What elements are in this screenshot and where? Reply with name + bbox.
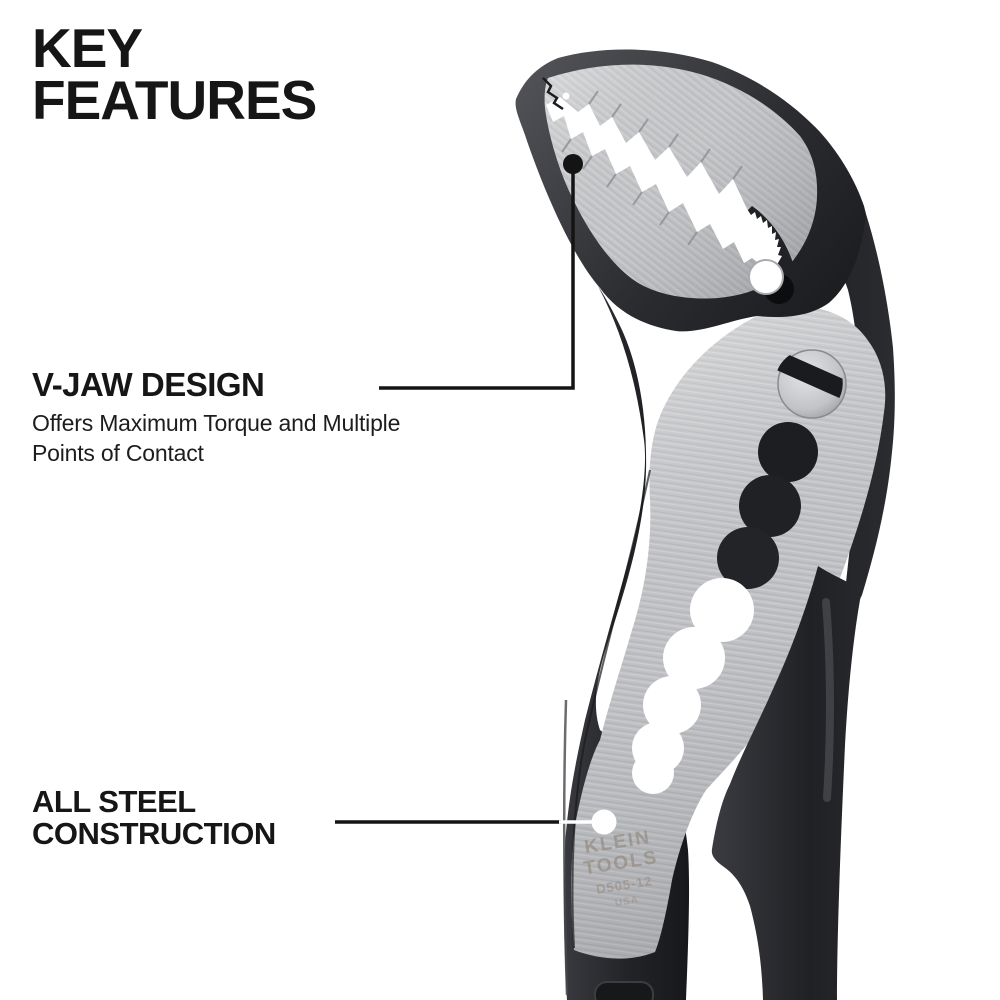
handle-grip-notch xyxy=(594,981,654,1000)
vjaw-heading: V-JAW DESIGN xyxy=(32,366,265,403)
pliers-upper-handle xyxy=(814,214,895,640)
pivot-bolt xyxy=(766,348,854,419)
callout-vjaw: V-JAW DESIGN Offers Maximum Torque and M… xyxy=(32,366,452,468)
jaw-seam-pinhole xyxy=(562,92,570,100)
callout-leaders xyxy=(335,154,617,835)
vjaw-callout-dot xyxy=(563,154,583,174)
jaw-hole xyxy=(748,259,784,295)
handle-groove-highlight xyxy=(822,598,834,802)
callout-steel: ALL STEEL CONSTRUCTION xyxy=(32,784,276,852)
jaw-seam-crack xyxy=(542,77,564,111)
jaw-teeth-grooves xyxy=(561,90,743,246)
adjustment-slot xyxy=(632,422,818,794)
vjaw-description: Offers Maximum Torque and Multiple Point… xyxy=(32,410,401,466)
steel-callout-dot xyxy=(591,809,617,835)
vjaw-leader-line xyxy=(379,166,575,390)
plate-arm-seam xyxy=(571,469,651,949)
pliers-illustration: KLEIN TOOLS D505-12 USA xyxy=(515,49,895,1000)
pliers-right-handle xyxy=(711,566,862,1000)
handle-edge-highlight xyxy=(562,699,569,996)
page-title: KEY FEATURES xyxy=(32,17,317,132)
stamp-origin: USA xyxy=(614,894,640,909)
v-jaw-gap xyxy=(542,77,782,272)
